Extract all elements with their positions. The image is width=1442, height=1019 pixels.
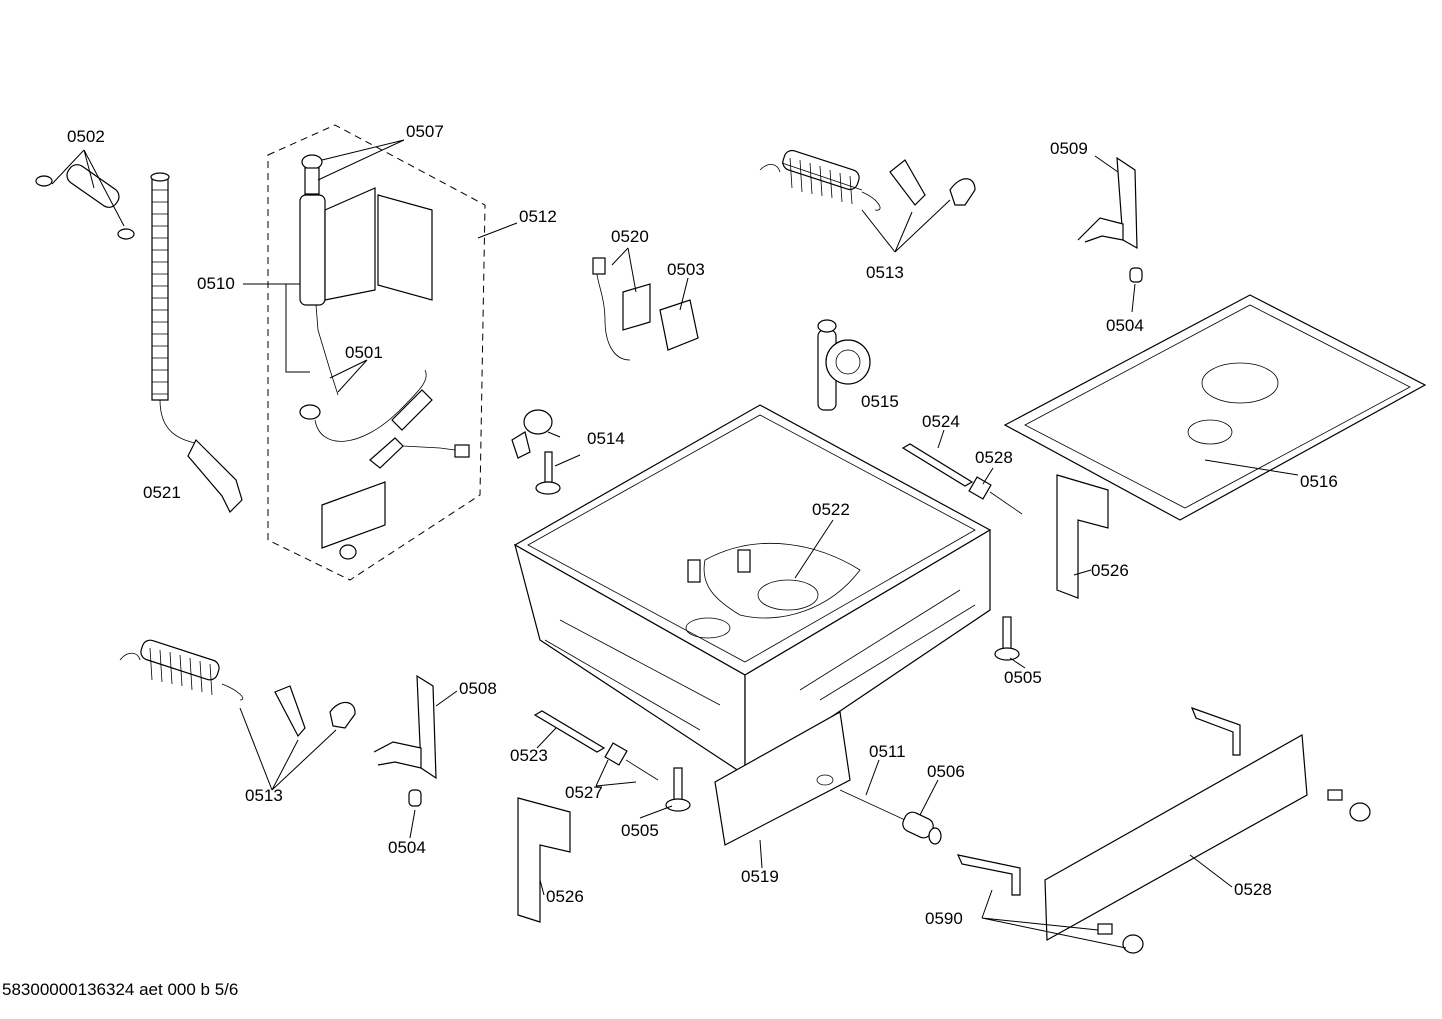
hinge-bracket-bottom-left	[373, 674, 437, 807]
callout-0513-top: 0513	[866, 263, 904, 282]
screw-part-right	[994, 616, 1020, 661]
callout-0520: 0520	[611, 227, 649, 246]
callout-0523: 0523	[510, 746, 548, 765]
rail-part-0523	[533, 710, 659, 781]
document-code: 58300000136324 aet 000 b 5/6	[2, 980, 239, 999]
callout-0516: 0516	[1300, 472, 1338, 491]
hose-clamp-parts	[35, 164, 135, 240]
callout-0507: 0507	[406, 122, 444, 141]
callout-0514: 0514	[587, 429, 625, 448]
callout-0501: 0501	[345, 343, 383, 362]
callout-0527: 0527	[565, 783, 603, 802]
callout-0503: 0503	[667, 260, 705, 279]
screw-part-center	[665, 767, 691, 812]
callout-0512: 0512	[519, 207, 557, 226]
callout-0508: 0508	[459, 679, 497, 698]
callout-0505-center: 0505	[621, 821, 659, 840]
callout-0528-bottom: 0528	[1234, 880, 1272, 899]
callout-0504-bottom: 0504	[388, 838, 426, 857]
callout-0510: 0510	[197, 274, 235, 293]
callout-0519: 0519	[741, 867, 779, 886]
callout-0509: 0509	[1050, 139, 1088, 158]
callout-0506: 0506	[927, 762, 965, 781]
callout-0524: 0524	[922, 412, 960, 431]
kickplate-panel	[956, 706, 1371, 954]
callout-0526-right: 0526	[1091, 561, 1129, 580]
callout-0505-right: 0505	[1004, 668, 1042, 687]
rail-part-0524	[901, 443, 1023, 515]
callout-0513-bottom: 0513	[245, 786, 283, 805]
callout-labels: 0502 0507 0512 0510 0501 0521 0520 0503 …	[67, 122, 1338, 928]
pressure-pump-part	[817, 319, 871, 411]
door-spring-top	[759, 149, 976, 211]
corrugated-hose-part	[150, 172, 243, 514]
screw-part-0514	[511, 409, 561, 495]
callout-0511: 0511	[869, 742, 906, 761]
door-spring-bottom	[119, 639, 356, 738]
callout-0528-top: 0528	[975, 448, 1013, 467]
water-valve-assembly	[267, 124, 486, 581]
callout-0590: 0590	[925, 909, 963, 928]
callout-0522: 0522	[812, 500, 850, 519]
l-bracket-right	[1056, 474, 1109, 599]
callout-0521: 0521	[143, 483, 181, 502]
callout-0504-top: 0504	[1106, 316, 1144, 335]
l-bracket-left	[517, 797, 571, 923]
front-plinth-panel	[714, 711, 942, 846]
callout-0502: 0502	[67, 127, 105, 146]
leader-lines	[51, 139, 1299, 949]
cable-plug-part	[592, 257, 699, 361]
hinge-bracket-top-right	[1077, 156, 1143, 283]
cover-plate-part	[1003, 294, 1427, 521]
callout-0526-left: 0526	[546, 887, 584, 906]
callout-0515: 0515	[861, 392, 899, 411]
dishwasher-base-tub	[513, 404, 992, 777]
